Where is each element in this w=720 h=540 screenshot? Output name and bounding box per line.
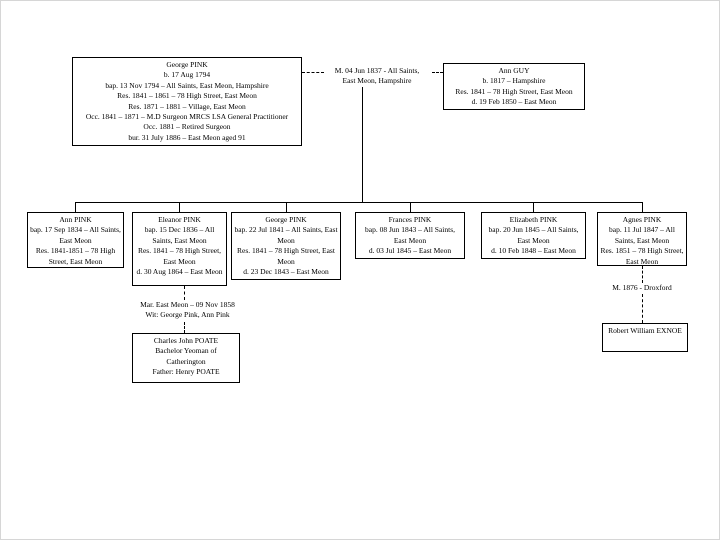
person-detail-line: Res. 1841 – 1861 – 78 High Street, East …: [117, 91, 257, 101]
person-detail-line: bur. 31 July 1886 – East Meon aged 91: [128, 132, 246, 142]
connector-drop-agnes: [642, 202, 643, 212]
connector-drop-eleanor: [179, 202, 180, 212]
marriage-detail-line: M. 04 Jun 1837 - All Saints,: [334, 66, 420, 75]
person-detail-line: Res. 1871 – 1881 – Village, East Meon: [128, 101, 246, 111]
person-detail-line: Occ. 1841 – 1871 – M.D Surgeon MRCS LSA …: [85, 112, 289, 122]
marriage-detail-line: Mar. East Meon – 09 Nov 1858: [140, 300, 235, 309]
person-node-charles-john-poate: Charles John POATE Bachelor Yeoman of Ca…: [132, 333, 240, 383]
marriage-detail-line: M. 1876 - Droxford: [612, 283, 672, 292]
person-detail-line: bap. 08 Jun 1843 – All Saints, East Meon: [364, 225, 455, 245]
person-name: Eleanor PINK: [158, 215, 201, 224]
connector-sibling-bus: [75, 202, 642, 203]
person-node-ann-guy: Ann GUY b. 1817 – Hampshire Res. 1841 – …: [443, 63, 585, 110]
person-name: Elizabeth PINK: [509, 215, 558, 224]
connector-agnes-marriage-dash-top: [642, 266, 643, 283]
marriage-detail-line: East Meon, Hampshire: [342, 76, 412, 86]
person-detail-line: d. 10 Feb 1848 – East Meon: [491, 246, 576, 256]
person-detail-line: Res. 1841 – 78 High Street, East Meon: [455, 86, 573, 96]
person-name: Agnes PINK: [622, 215, 662, 224]
person-detail-line: d. 19 Feb 1850 – East Meon: [471, 97, 557, 107]
person-detail-line: Bachelor Yeoman of Catherington: [155, 346, 217, 366]
person-detail-line: b. 17 Aug 1794: [163, 70, 211, 80]
person-name: Ann GUY: [498, 66, 530, 75]
person-detail-line: bap. 22 Jul 1841 – All Saints, East Meon: [234, 225, 338, 245]
person-name: Robert William EXNOE: [608, 326, 682, 335]
connector-drop-elizabeth: [533, 202, 534, 212]
marriage-label-agnes-exnoe: M. 1876 - Droxford: [597, 283, 687, 294]
person-detail-line: bap. 15 Dec 1836 – All Saints, East Meon: [144, 225, 215, 245]
marriage-detail-line: Wit: George Pink, Ann Pink: [145, 310, 230, 320]
connector-agnes-marriage-dash-bottom: [642, 294, 643, 323]
person-detail-line: Father: Henry POATE: [152, 367, 220, 377]
connector-descent-vertical: [362, 87, 363, 202]
person-detail-line: Res. 1851 – 78 High Street, East Meon: [600, 246, 684, 266]
person-detail-line: Res. 1841-1851 – 78 High Street, East Me…: [35, 246, 116, 266]
person-detail-line: d. 23 Dec 1843 – East Meon: [243, 267, 329, 277]
person-detail-line: d. 03 Jul 1845 – East Meon: [368, 246, 452, 256]
person-detail-line: b. 1817 – Hampshire: [482, 76, 546, 86]
person-node-ann-pink: Ann PINK bap. 17 Sep 1834 – All Saints, …: [27, 212, 124, 268]
person-name: Charles John POATE: [153, 336, 219, 345]
connector-marriage-dash-right: [432, 72, 443, 73]
connector-drop-frances: [410, 202, 411, 212]
person-node-frances-pink: Frances PINK bap. 08 Jun 1843 – All Sain…: [355, 212, 465, 259]
person-detail-line: bap. 17 Sep 1834 – All Saints, East Meon: [30, 225, 121, 245]
connector-drop-george-jr: [286, 202, 287, 212]
person-node-george-pink-jr: George PINK bap. 22 Jul 1841 – All Saint…: [231, 212, 341, 280]
person-name: George PINK: [265, 215, 307, 224]
connector-drop-ann: [75, 202, 76, 212]
person-detail-line: bap. 11 Jul 1847 – All Saints, East Meon: [609, 225, 675, 245]
person-detail-line: d. 30 Aug 1864 – East Meon: [136, 267, 223, 277]
marriage-label-eleanor-poate: Mar. East Meon – 09 Nov 1858 Wit: George…: [120, 300, 255, 322]
person-detail-line: Res. 1841 – 78 High Street, East Meon: [137, 246, 222, 266]
connector-eleanor-marriage-dash-bottom: [184, 322, 185, 333]
marriage-label-george-ann: M. 04 Jun 1837 - All Saints, East Meon, …: [323, 66, 431, 87]
connector-marriage-dash-left: [302, 72, 324, 73]
person-detail-line: bap. 20 Jun 1845 – All Saints, East Meon: [488, 225, 579, 245]
person-detail-line: Res. 1841 – 78 High Street, East Meon: [237, 246, 335, 266]
person-node-robert-william-exnoe: Robert William EXNOE: [602, 323, 688, 352]
connector-eleanor-marriage-dash-top: [184, 286, 185, 300]
person-detail-line: bap. 13 Nov 1794 – All Saints, East Meon…: [105, 80, 269, 90]
person-name: Ann PINK: [59, 215, 92, 224]
person-name: Frances PINK: [388, 215, 432, 224]
person-node-george-pink-sr: George PINK b. 17 Aug 1794 bap. 13 Nov 1…: [72, 57, 302, 146]
person-name: George PINK: [166, 60, 208, 69]
person-node-eleanor-pink: Eleanor PINK bap. 15 Dec 1836 – All Sain…: [132, 212, 227, 286]
person-node-agnes-pink: Agnes PINK bap. 11 Jul 1847 – All Saints…: [597, 212, 687, 266]
person-node-elizabeth-pink: Elizabeth PINK bap. 20 Jun 1845 – All Sa…: [481, 212, 586, 259]
person-detail-line: Occ. 1881 – Retired Surgeon: [143, 122, 231, 132]
